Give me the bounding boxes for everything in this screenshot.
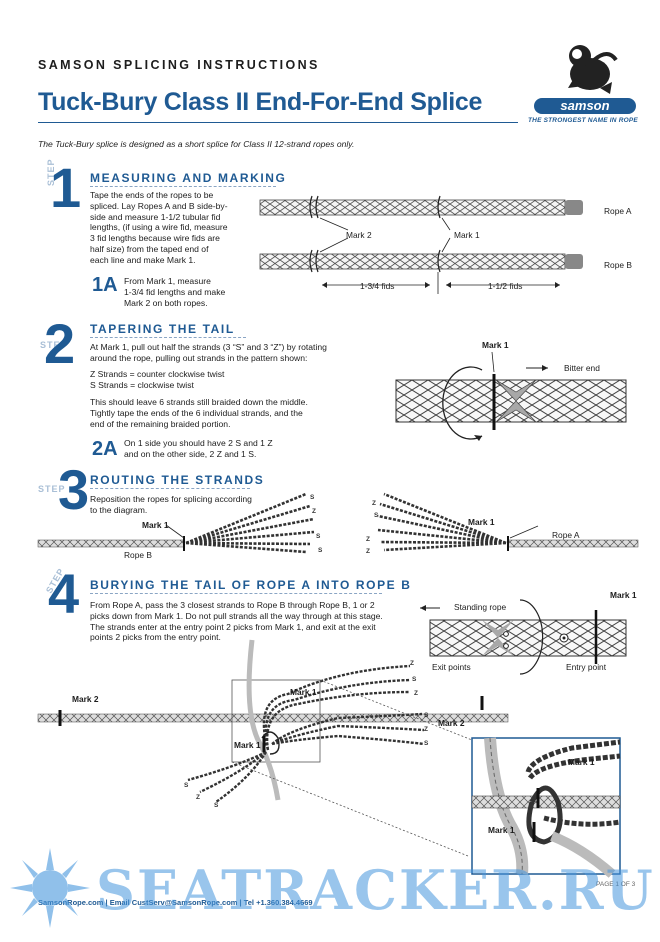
- step-1-mark1-label: Mark 1: [454, 230, 480, 240]
- step-2-body: At Mark 1, pull out half the strands (3 …: [90, 342, 327, 363]
- step-4-body: From Rope A, pass the 3 closest strands …: [90, 600, 383, 643]
- step-4-strand-letter: S: [424, 740, 429, 747]
- page-title: Tuck-Bury Class II End-For-End Splice: [38, 88, 483, 116]
- step-3-strand-letter: S: [318, 547, 323, 554]
- step-4-mark1-b-label: Mark 1: [234, 740, 261, 750]
- step-1-title: MEASURING AND MARKING: [90, 171, 287, 185]
- step-4-entry-point-label: Entry point: [566, 662, 607, 672]
- samson-logo: samson: [534, 98, 636, 114]
- samson-mascot-icon: [568, 45, 618, 94]
- step-3-title: ROUTING THE STRANDS: [90, 473, 265, 487]
- step-4-strand-letter: S: [184, 782, 189, 789]
- step-2-diagram: [395, 351, 627, 441]
- step-4-title: BURYING THE TAIL OF ROPE A INTO ROPE B: [90, 578, 412, 592]
- step-2-divider: [90, 337, 246, 338]
- step-2-body2: This should leave 6 strands still braide…: [90, 397, 308, 429]
- rope-a-tape: [565, 200, 583, 215]
- step-4-strand-letter: S: [424, 712, 429, 719]
- step-4-exit-points-label: Exit points: [432, 662, 471, 672]
- step-4-diagram-main: [37, 639, 509, 857]
- step-3-body: Reposition the ropes for splicing accord…: [90, 494, 252, 515]
- step-1-number: 1: [50, 156, 82, 219]
- step-1a-number: 1A: [92, 274, 118, 296]
- step-2-number: 2: [44, 312, 76, 375]
- title-divider: [38, 122, 518, 123]
- step-4-mark1-label: Mark 1: [610, 590, 637, 600]
- watermark: SEATRACKER.RU: [96, 858, 655, 922]
- step-4-mark1-c-label: Mark 1: [568, 757, 595, 767]
- tagline: THE STRONGEST NAME IN ROPE: [528, 117, 638, 124]
- step-4-mark1-a-label: Mark 1: [290, 687, 317, 697]
- step-4-number: 4: [48, 562, 80, 625]
- step-1-rope-a-label: Rope A: [604, 206, 632, 216]
- step-3-strand-letter: Z: [366, 548, 370, 555]
- step-4-diagram-top: [420, 599, 627, 675]
- rope-b: [259, 253, 566, 270]
- step-4-detail-inset: [471, 737, 621, 878]
- step-3-label: STEP: [38, 484, 66, 494]
- step-2-title: TAPERING THE TAIL: [90, 322, 235, 336]
- step-4-strand-letter: S: [214, 802, 219, 809]
- step-3-strand-letter: S: [316, 533, 321, 540]
- step-3-rope-b-label: Rope B: [124, 550, 152, 560]
- step-4-mark2-right-label: Mark 2: [438, 718, 465, 728]
- step-2-label: STEP: [40, 340, 68, 350]
- step-2-mark1-label: Mark 1: [482, 340, 509, 350]
- step-4-strand-letter: Z: [410, 660, 414, 667]
- step-3-strand-letter: S: [310, 494, 315, 501]
- step-3-strand-letter: S: [374, 512, 379, 519]
- step-1-dim-left: 1-3/4 fids: [360, 281, 395, 291]
- step-3-strand-letter: Z: [372, 500, 376, 507]
- page-number: PAGE 1 OF 3: [596, 881, 636, 888]
- step-2-bitter-end-label: Bitter end: [564, 363, 600, 373]
- step-4-standing-rope-label: Standing rope: [454, 602, 507, 612]
- watermark-sunburst-icon: [10, 848, 90, 928]
- step-3-diagram: [37, 492, 639, 554]
- step-1-dim-right: 1-1/2 fids: [488, 281, 523, 291]
- step-1-rope-b-label: Rope B: [604, 260, 632, 270]
- step-3-number: 3: [58, 458, 90, 521]
- step-3-rope-a-label: Rope A: [552, 530, 580, 540]
- rope-b-tape: [565, 254, 583, 269]
- step-1-diagram: [259, 195, 583, 294]
- step-4-mark2-left-label: Mark 2: [72, 694, 99, 704]
- step-2a-number: 2A: [92, 438, 118, 460]
- step-3-strand-letter: Z: [312, 508, 316, 515]
- step-3-divider: [90, 488, 250, 489]
- step-4-strand-letter: S: [412, 676, 417, 683]
- intro-text: The Tuck-Bury splice is designed as a sh…: [38, 139, 355, 149]
- footer-contact: SamsonRope.com | Email CustServ@SamsonRo…: [38, 898, 313, 907]
- step-4-mark1-d-label: Mark 1: [488, 825, 515, 835]
- step-4-divider: [90, 593, 382, 594]
- step-1-mark2-label: Mark 2: [346, 230, 372, 240]
- step-4-strand-letter: Z: [196, 794, 200, 801]
- step-3-mark1-left-label: Mark 1: [142, 520, 169, 530]
- step-3-strand-letter: Z: [366, 536, 370, 543]
- step-4-strand-letter: Z: [414, 690, 418, 697]
- step-4-strand-letter: Z: [424, 726, 428, 733]
- step-1-divider: [90, 186, 276, 187]
- rope-a: [259, 199, 566, 216]
- step-3-mark1-right-label: Mark 1: [468, 517, 495, 527]
- header-kicker: SAMSON SPLICING INSTRUCTIONS: [38, 58, 320, 72]
